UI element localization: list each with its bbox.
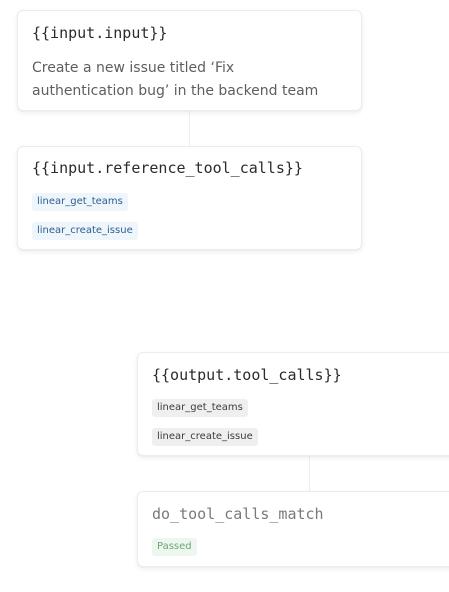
output-tool-calls-node[interactable]: {{output.tool_calls}} linear_get_teams l… [137, 352, 449, 456]
connector-input-reference [189, 111, 190, 146]
scorer-node[interactable]: do_tool_calls_match Passed [137, 491, 449, 567]
connector-output-scorer [309, 456, 310, 491]
input-node[interactable]: {{input.input}} Create a new issue title… [17, 10, 362, 111]
reference-tool-tag: linear_get_teams [32, 193, 128, 211]
reference-tool-tag: linear_create_issue [32, 222, 138, 240]
reference-node-title: {{input.reference_tool_calls}} [32, 159, 303, 177]
input-node-text: Create a new issue titled ‘Fix authentic… [32, 60, 319, 99]
scorer-node-title: do_tool_calls_match [152, 505, 324, 523]
scorer-status: Passed [152, 538, 197, 556]
reference-tool-list: linear_get_teams linear_create_issue [32, 193, 138, 240]
output-tool-tag: linear_get_teams [152, 399, 248, 417]
reference-tool-calls-node[interactable]: {{input.reference_tool_calls}} linear_ge… [17, 146, 362, 250]
output-node-title: {{output.tool_calls}} [152, 366, 342, 384]
status-badge: Passed [152, 538, 197, 556]
output-tool-list: linear_get_teams linear_create_issue [152, 399, 258, 446]
output-tool-tag: linear_create_issue [152, 428, 258, 446]
input-node-title: {{input.input}} [32, 24, 168, 42]
